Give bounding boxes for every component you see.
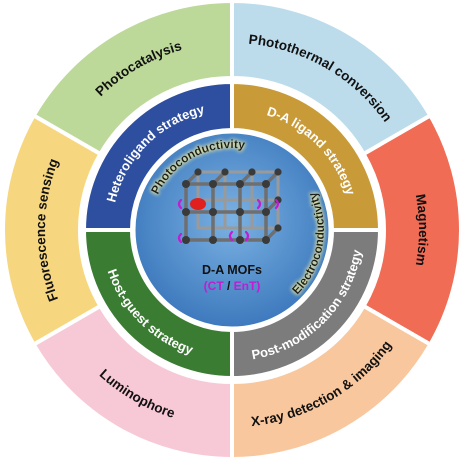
core-title: D-A MOFs [202,263,262,277]
donor-guest-marker [190,198,206,210]
core-background [132,130,332,330]
outer-segment-fluorescence-sensing [1,112,104,348]
mof-lattice-icon [177,168,282,244]
core-circle: Photoconductivity Electroconductivity [132,130,332,330]
core-subtitle: (CT / EnT) [204,279,261,293]
inner-segment-host-guest [81,228,234,381]
